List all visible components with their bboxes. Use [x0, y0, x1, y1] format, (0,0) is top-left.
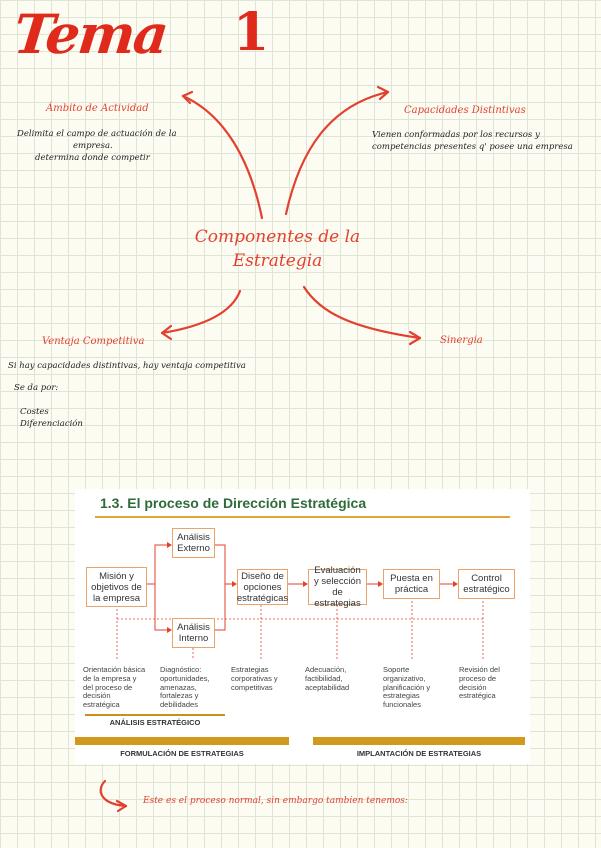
- sinergia-label: Sinergia: [440, 335, 483, 346]
- ventaja-label: Ventaja Competitiva: [42, 336, 145, 347]
- note-orientacion: Orientación básica de la empresa y del p…: [83, 665, 146, 710]
- note-estrategias: Estrategias corporativas y competitivas: [231, 665, 278, 692]
- center-line-2: Estrategia: [232, 251, 323, 271]
- capacidades-label: Capacidades Distintivas: [404, 105, 526, 116]
- page-title-number: 1: [233, 2, 270, 63]
- implantacion-label: IMPLANTACIÓN DE ESTRATEGIAS: [356, 749, 482, 758]
- analisis-underline: [85, 714, 225, 716]
- implantacion-bar: [313, 737, 525, 745]
- formulacion-bar: [75, 737, 289, 745]
- note-adecuacion: Adecuación, factibilidad, aceptabilidad: [305, 665, 350, 692]
- ambito-line-3: determina donde competir: [35, 153, 150, 163]
- note-diagnostico: Diagnóstico: oportunidades, amenazas, fo…: [160, 665, 210, 710]
- box-diseno: Diseño de opciones estratégicas: [236, 569, 289, 605]
- ambito-line-1: Delimita el campo de actuación de la: [17, 129, 177, 139]
- analisis-label: ANÁLISIS ESTRATÉGICO: [109, 718, 201, 727]
- note-revision: Revisión del proceso de decisión estraté…: [459, 665, 500, 701]
- ventaja-line-1: Si hay capacidades distintivas, hay vent…: [8, 361, 246, 371]
- box-control: Control estratégico: [458, 569, 515, 599]
- mindmap-center: Componentes de la Estrategia: [190, 225, 365, 273]
- diagram-title-rule: [95, 516, 510, 518]
- capacidades-line-2: competencias presentes q' posee una empr…: [372, 142, 573, 152]
- box-puesta: Puesta en práctica: [383, 569, 440, 599]
- diagram-title: 1.3. El proceso de Dirección Estratégica: [100, 495, 367, 511]
- ventaja-line-2: Se da por:: [14, 383, 59, 393]
- ambito-label: Ámbito de Actividad: [46, 103, 149, 114]
- box-analisis-interno: Análisis Interno: [172, 618, 215, 648]
- formulacion-label: FORMULACIÓN DE ESTRATEGIAS: [120, 749, 244, 758]
- footer-note: Este es el proceso normal, sin embargo t…: [143, 796, 408, 806]
- process-diagram: 1.3. El proceso de Dirección Estratégica: [75, 489, 530, 764]
- ambito-line-2: empresa.: [73, 141, 113, 151]
- center-line-1: Componentes de la: [194, 227, 361, 247]
- ventaja-text: Si hay capacidades distintivas, hay vent…: [8, 360, 246, 430]
- note-soporte: Soporte organizativo, planificación y es…: [383, 665, 431, 710]
- ventaja-line-4: Diferenciación: [20, 419, 83, 429]
- capacidades-line-1: Vienen conformadas por los recursos y: [372, 130, 540, 140]
- box-mision: Misión y objetivos de la empresa: [86, 567, 147, 607]
- ventaja-line-3: Costes: [20, 407, 49, 417]
- capacidades-text: Vienen conformadas por los recursos y co…: [372, 129, 573, 153]
- box-evaluacion: Evaluación y selección de estrategias: [308, 565, 367, 609]
- ambito-text: Delimita el campo de actuación de la emp…: [17, 128, 177, 164]
- box-analisis-externo: Análisis Externo: [172, 528, 215, 558]
